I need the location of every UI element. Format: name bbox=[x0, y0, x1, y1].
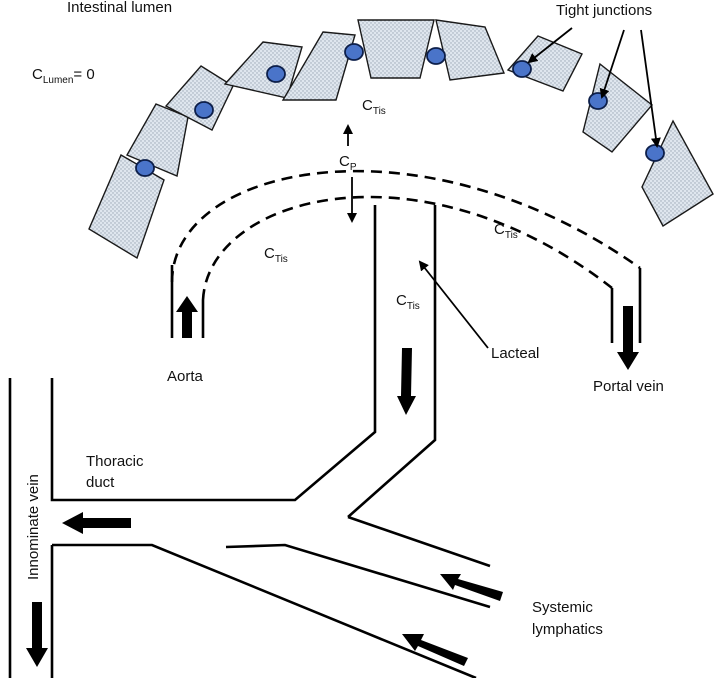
capillary-outer-wall bbox=[170, 169, 641, 283]
lacteal-wall-left bbox=[50, 205, 377, 502]
aorta-flow-arrow bbox=[176, 296, 198, 338]
epithelial-cell-layer bbox=[88, 19, 714, 260]
c-tis-label-left: CTis bbox=[264, 245, 288, 265]
systemic-lymphatic-lower-wall bbox=[50, 543, 477, 678]
epithelial-cell bbox=[641, 119, 714, 227]
c-tis-label-lacteal: CTis bbox=[396, 292, 420, 312]
epithelial-cell bbox=[357, 19, 435, 79]
tight-junction bbox=[426, 47, 446, 65]
lacteal-wall-right bbox=[347, 205, 437, 518]
tight-junction bbox=[135, 159, 155, 177]
tight-junction bbox=[645, 144, 665, 162]
epithelial-cell bbox=[582, 62, 654, 153]
portal-vein-flow-arrow bbox=[617, 306, 639, 370]
tight-junction-pointer-3 bbox=[640, 29, 661, 148]
tight-junction bbox=[512, 60, 532, 78]
tight-junction bbox=[344, 43, 364, 61]
capillary-inner-wall bbox=[201, 195, 613, 301]
thoracic-duct-flow-arrow bbox=[62, 512, 131, 534]
intestinal-lumen-label: Intestinal lumen bbox=[67, 0, 172, 16]
aorta-label: Aorta bbox=[167, 368, 204, 385]
c-p-label: CP bbox=[339, 153, 357, 173]
c-lumen-label: CLumen= 0 bbox=[32, 66, 95, 86]
portal-vein-label: Portal vein bbox=[593, 378, 664, 395]
innominate-vein-flow-arrow bbox=[26, 602, 48, 667]
c-tis-label-right: CTis bbox=[494, 221, 518, 241]
innominate-vein-label: Innominate vein bbox=[25, 474, 42, 580]
tight-junction bbox=[266, 65, 286, 83]
c-tis-label-epithelium: CTis bbox=[362, 97, 386, 117]
lacteal-pointer bbox=[418, 260, 489, 349]
systemic-lymphatic-middle-wall bbox=[225, 543, 491, 609]
thoracic-duct-label-line1: Thoracic bbox=[86, 453, 144, 470]
thoracic-duct-label-line2: duct bbox=[86, 474, 115, 491]
systemic-lymphatic-upper-wall bbox=[347, 515, 491, 568]
tight-junction-layer bbox=[135, 43, 665, 177]
epithelial-cell bbox=[506, 35, 583, 92]
tight-junction-pointer-1 bbox=[527, 27, 573, 64]
lacteal-flow-arrow bbox=[397, 348, 416, 415]
tight-junctions-label: Tight junctions bbox=[556, 2, 652, 19]
lacteal-label: Lacteal bbox=[491, 345, 539, 362]
epithelial-cell bbox=[164, 65, 234, 131]
systemic-lymphatics-label-line2: lymphatics bbox=[532, 621, 603, 638]
epithelial-cell bbox=[281, 31, 356, 101]
systemic-lymphatics-flow-arrow-upper bbox=[440, 574, 503, 601]
tight-junction-pointer-2 bbox=[599, 29, 625, 99]
epithelial-cell bbox=[435, 19, 505, 81]
tight-junction bbox=[588, 92, 608, 110]
systemic-lymphatics-flow-arrow-lower bbox=[402, 634, 468, 666]
tight-junction bbox=[194, 101, 214, 119]
systemic-lymphatics-label-line1: Systemic bbox=[532, 599, 593, 616]
